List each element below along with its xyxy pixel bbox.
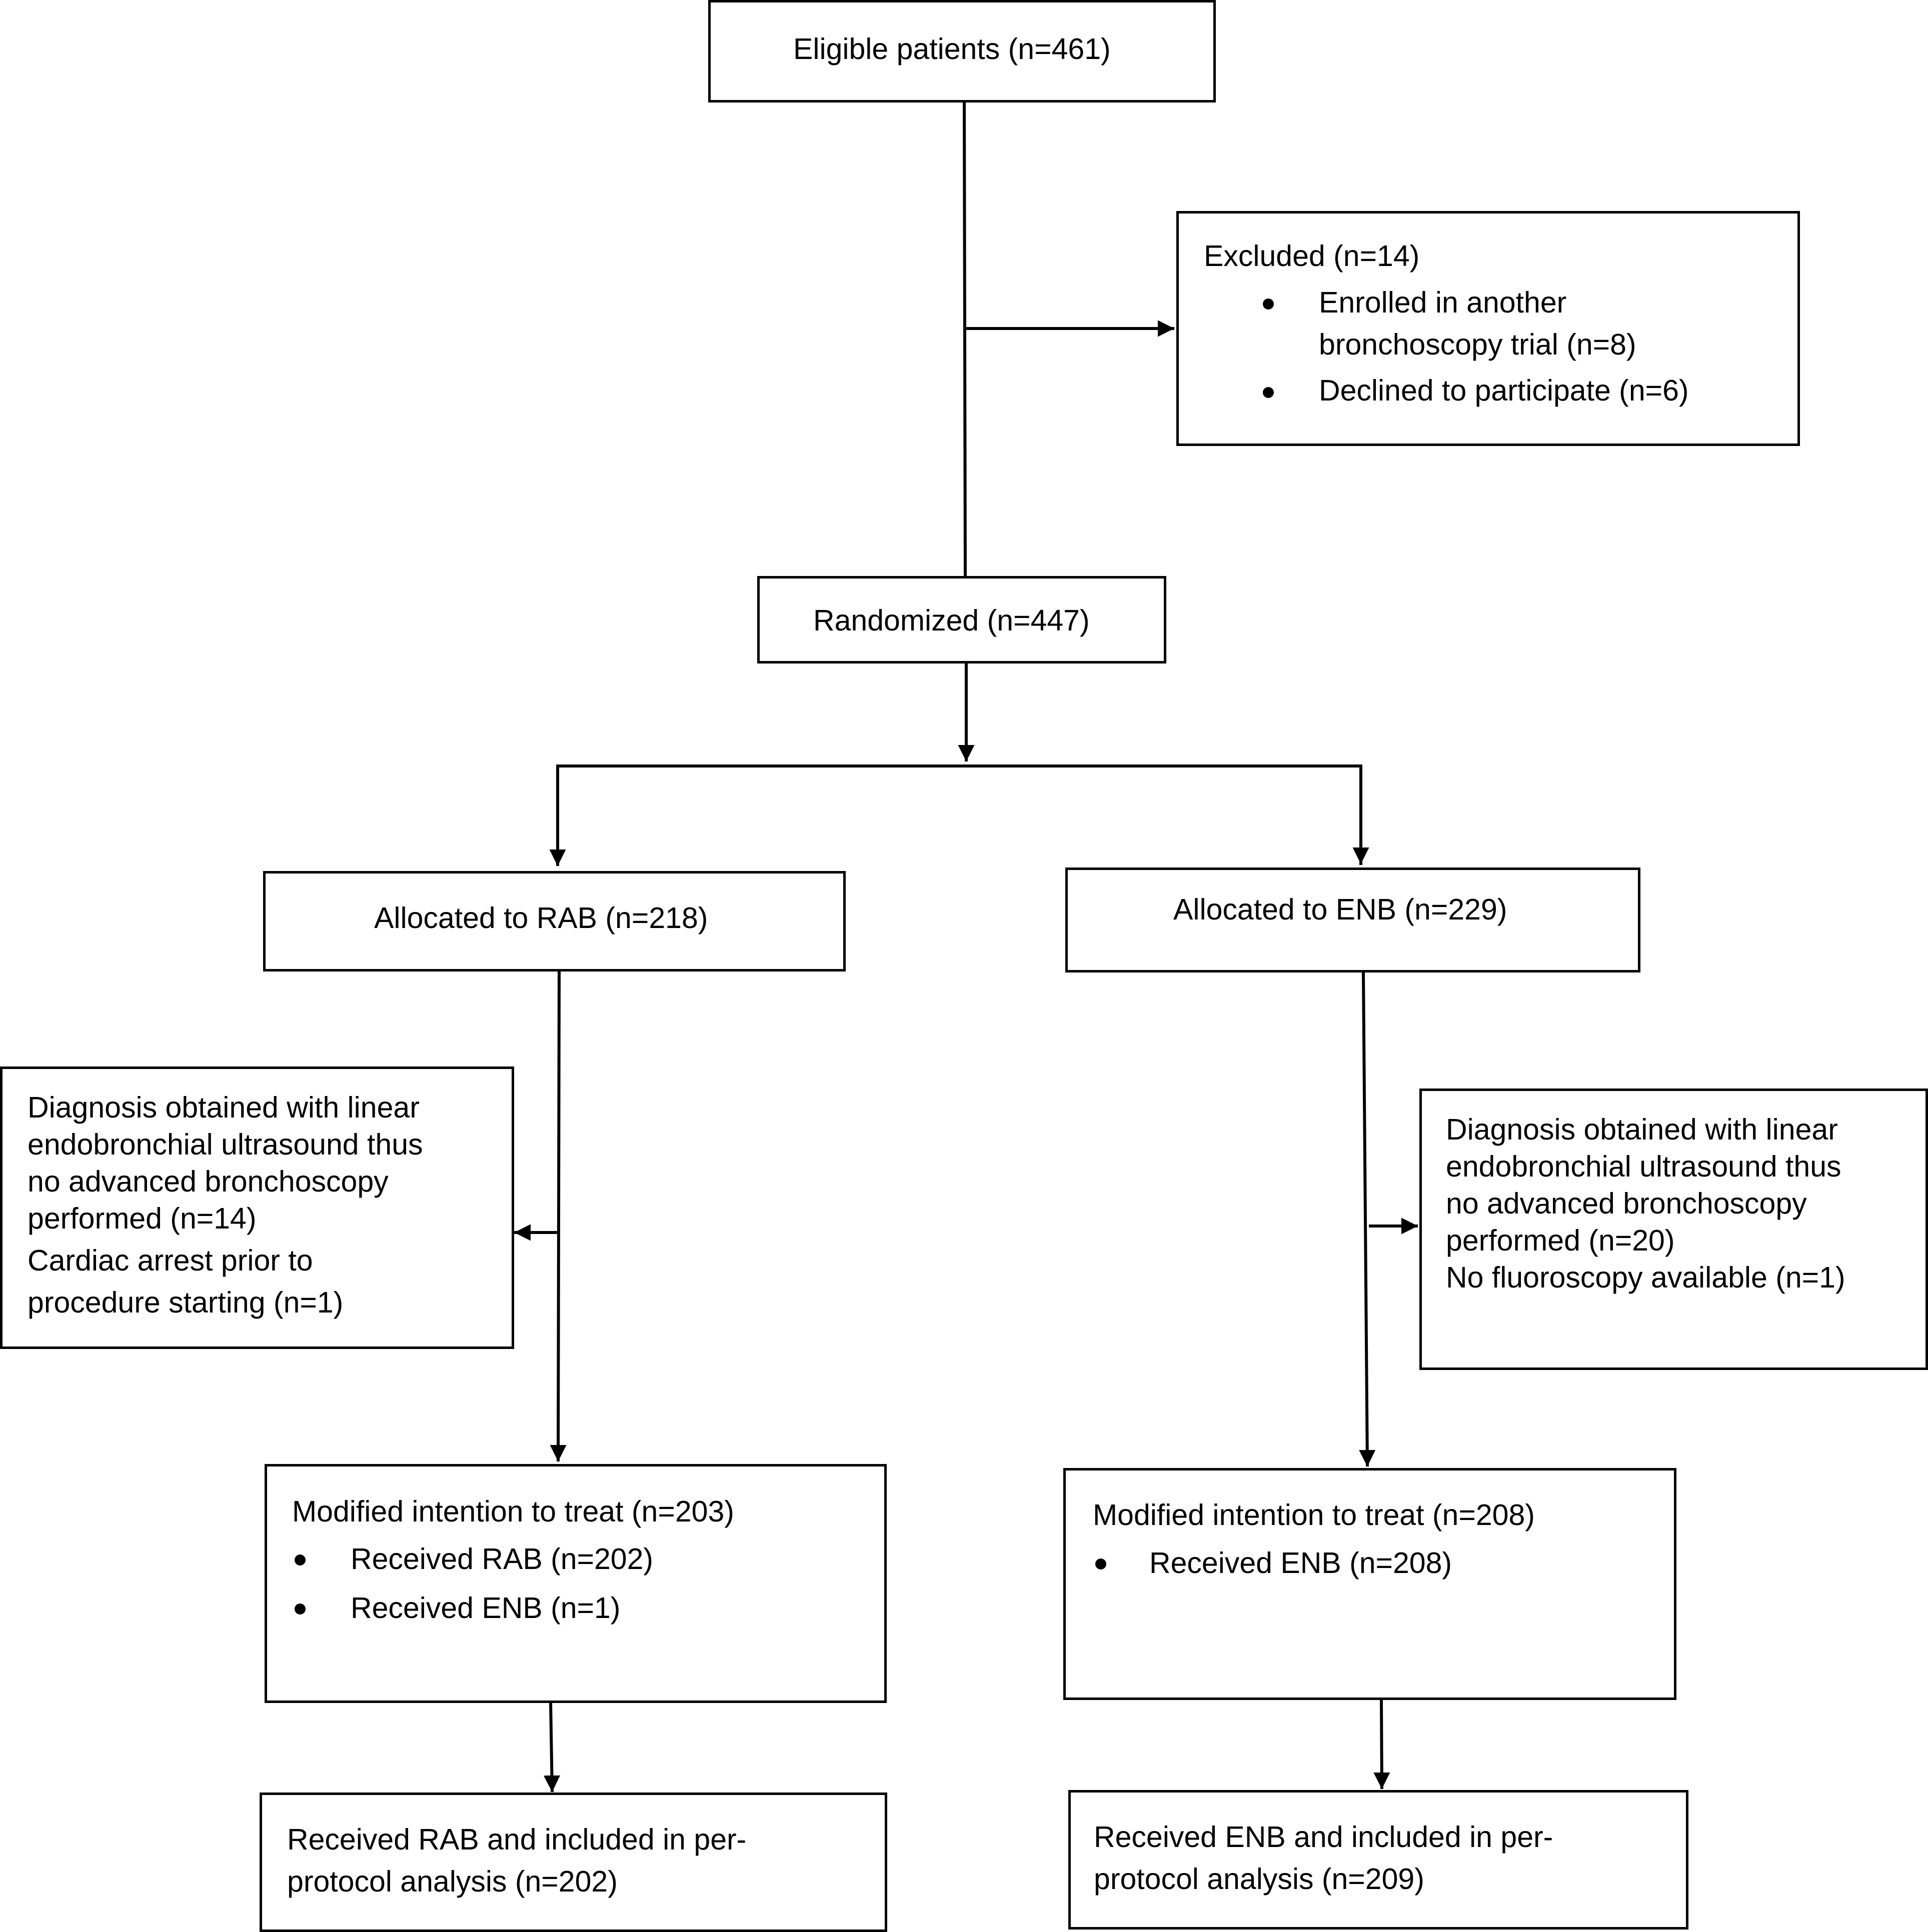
arrow-enb-to-per-protocol	[1373, 1700, 1390, 1790]
bullet-icon	[1263, 298, 1274, 310]
allocated-enb-label: Allocated to ENB (n=229)	[1173, 893, 1507, 926]
enb-exclusion-line: no advanced bronchoscopy	[1446, 1187, 1807, 1220]
allocated-rab-box: Allocated to RAB (n=218)	[263, 871, 846, 972]
rab-exclusion-line: endobronchial ultrasound thus	[28, 1128, 423, 1161]
rab-mitt-box: Modified intention to treat (n=203) Rece…	[265, 1464, 887, 1703]
rab-exclusion-line: performed (n=14)	[28, 1202, 257, 1235]
allocated-enb-box: Allocated to ENB (n=229)	[1065, 868, 1640, 972]
eligible-patients-label: Eligible patients (n=461)	[793, 32, 1111, 66]
excluded-item-text: Enrolled in another	[1319, 286, 1567, 319]
randomized-label: Randomized (n=447)	[813, 604, 1090, 637]
arrow-enb-to-mitt	[1359, 972, 1376, 1467]
enb-exclusion-line: endobronchial ultrasound thus	[1446, 1150, 1841, 1183]
randomized-box: Randomized (n=447)	[757, 576, 1166, 664]
allocated-rab-label: Allocated to RAB (n=218)	[374, 902, 708, 934]
line-eligible-to-randomized	[963, 102, 967, 576]
bullet-icon	[295, 1604, 306, 1614]
arrow-rab-to-per-protocol	[543, 1702, 560, 1792]
enb-exclusion-line: No fluoroscopy available (n=1)	[1446, 1261, 1845, 1294]
rab-exclusion-box: Diagnosis obtained with linear endobronc…	[0, 1066, 514, 1349]
excluded-item-text: bronchoscopy trial (n=8)	[1319, 328, 1636, 361]
enb-exclusion-box: Diagnosis obtained with linear endobronc…	[1419, 1088, 1928, 1370]
bullet-icon	[295, 1554, 306, 1566]
enb-per-protocol-box: Received ENB and included in per- protoc…	[1068, 1790, 1688, 1930]
rab-per-protocol-line: Received RAB and included in per-	[287, 1823, 747, 1856]
split-bar	[556, 764, 1362, 865]
enb-per-protocol-line: Received ENB and included in per-	[1094, 1820, 1553, 1854]
enb-mitt-title: Modified intention to treat (n=208)	[1093, 1498, 1535, 1532]
eligible-patients-box: Eligible patients (n=461)	[708, 0, 1216, 102]
bullet-icon	[1095, 1558, 1106, 1570]
rab-exclusion-line: Cardiac arrest prior to	[28, 1244, 313, 1277]
bullet-icon	[1263, 387, 1274, 398]
rab-mitt-title: Modified intention to treat (n=203)	[292, 1495, 734, 1528]
rab-exclusion-line: procedure starting (n=1)	[28, 1286, 344, 1319]
enb-exclusion-line: performed (n=20)	[1446, 1224, 1675, 1257]
rab-mitt-bullet: Received RAB (n=202)	[351, 1542, 654, 1576]
rab-exclusion-line: no advanced bronchoscopy	[28, 1165, 389, 1198]
excluded-box: Excluded (n=14) Enrolled in another bron…	[1176, 211, 1800, 446]
enb-mitt-bullet: Received ENB (n=208)	[1149, 1546, 1452, 1580]
rab-per-protocol-line: protocol analysis (n=202)	[287, 1865, 618, 1898]
enb-exclusion-line: Diagnosis obtained with linear	[1446, 1113, 1838, 1146]
enb-mitt-box: Modified intention to treat (n=208) Rece…	[1063, 1468, 1676, 1700]
rab-mitt-bullet: Received ENB (n=1)	[351, 1592, 621, 1624]
excluded-item-text: Declined to participate (n=6)	[1319, 374, 1689, 407]
enb-per-protocol-line: protocol analysis (n=209)	[1094, 1862, 1424, 1896]
excluded-title: Excluded (n=14)	[1204, 240, 1420, 272]
arrow-rab-to-mitt	[550, 971, 567, 1462]
rab-per-protocol-box: Received RAB and included in per- protoc…	[260, 1792, 887, 1932]
rab-exclusion-line: Diagnosis obtained with linear	[28, 1091, 420, 1124]
